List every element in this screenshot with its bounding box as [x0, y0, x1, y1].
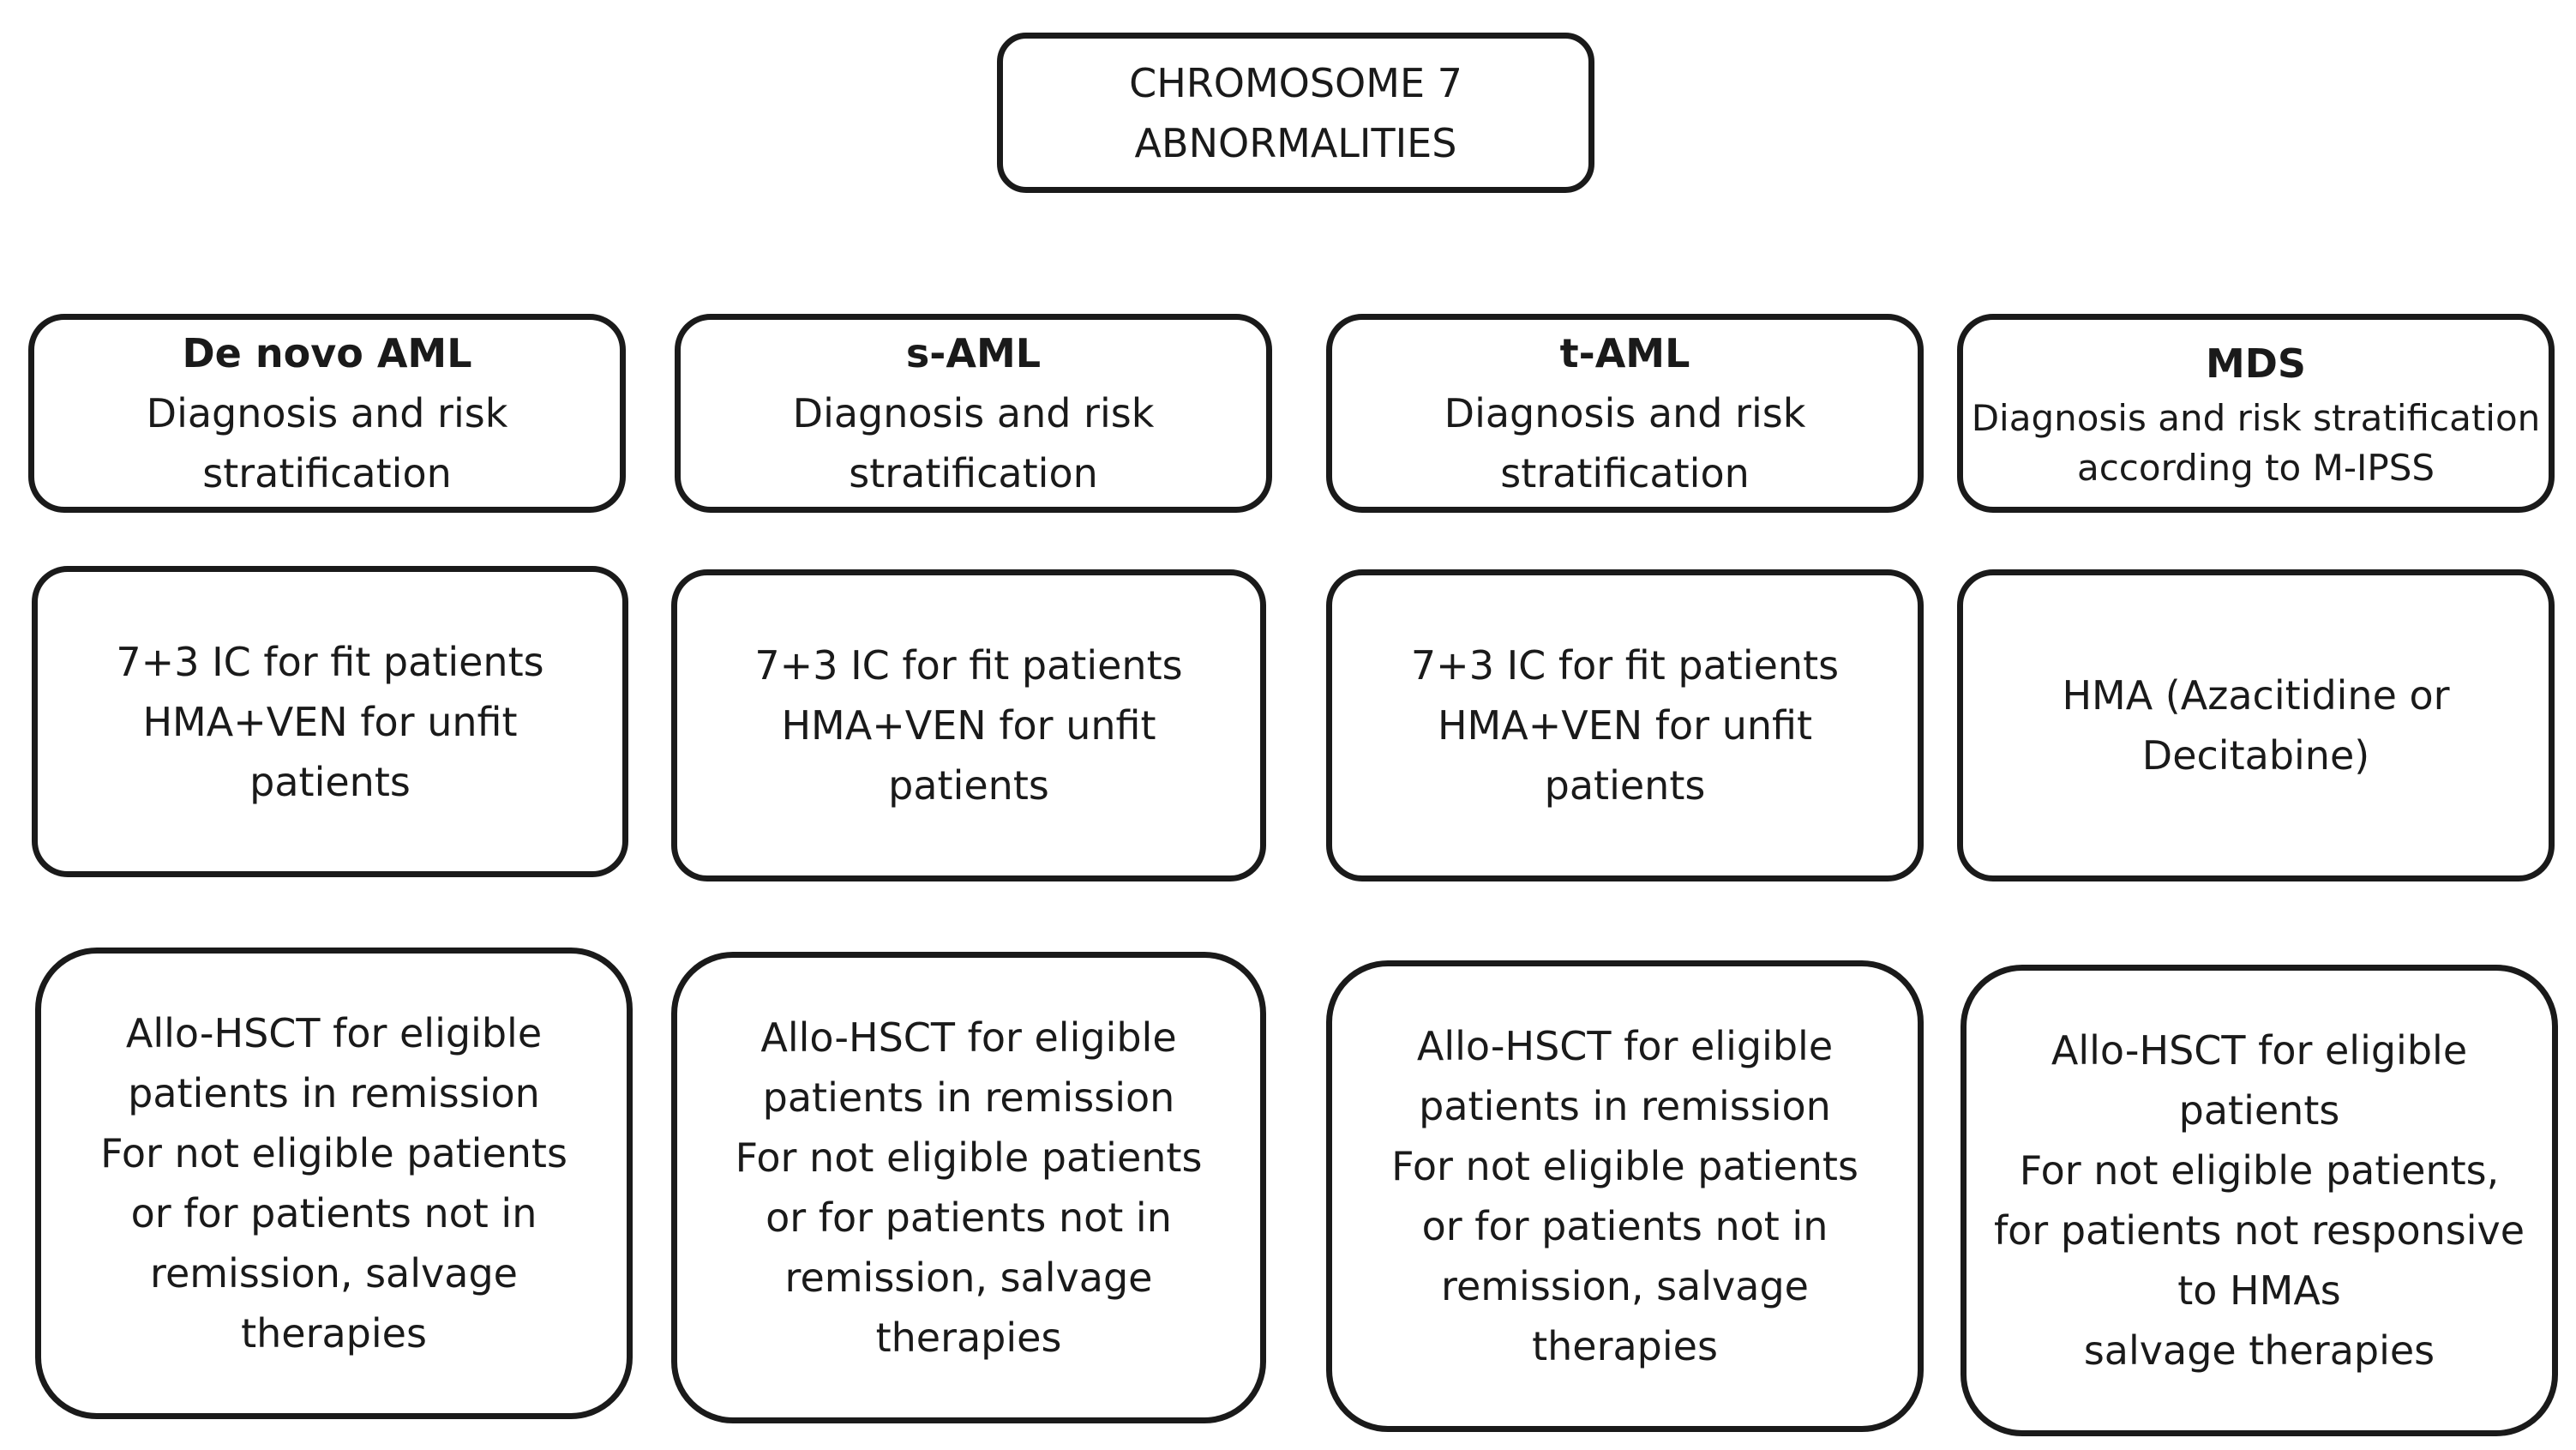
node-text-line: for patients not responsive	[1993, 1207, 2525, 1254]
node-text-line: Allo-HSCT for eligible	[1416, 1023, 1834, 1069]
t-aml-first-line-node: 7+3 IC for fit patients HMA+VEN for unfi…	[1326, 569, 1924, 881]
node-text-line: HMA (Azacitidine or	[2062, 672, 2450, 719]
node-text-line: Allo-HSCT for eligible	[125, 1010, 543, 1056]
node-text-line: remission, salvage	[150, 1250, 518, 1297]
root-node-line: CHROMOSOME 7	[1129, 59, 1462, 106]
t-aml-consolidation-node: Allo-HSCT for eligible patients in remis…	[1326, 960, 1924, 1432]
node-text-line: patients	[1544, 762, 1706, 809]
node-text-line: or for patients not in	[766, 1194, 1172, 1241]
node-text-line: patients	[2178, 1087, 2340, 1134]
s-aml-diagnosis-node: s-AML Diagnosis and risk stratification	[675, 314, 1272, 513]
node-text-line: patients in remission	[762, 1074, 1175, 1121]
mds-consolidation-node: Allo-HSCT for eligible patients For not …	[1961, 965, 2558, 1436]
node-text-line: patients	[249, 758, 411, 805]
mds-diagnosis-node: MDS Diagnosis and risk stratification ac…	[1957, 314, 2555, 513]
node-text-line: HMA+VEN for unfit	[142, 698, 518, 745]
node-text-line: patients in remission	[128, 1070, 540, 1116]
node-text-line: 7+3 IC for fit patients	[116, 638, 544, 685]
node-text-line: Diagnosis and risk	[146, 390, 508, 436]
node-text-line: For not eligible patients,	[2019, 1147, 2500, 1194]
node-text-line: therapies	[875, 1315, 1062, 1361]
node-text-line: stratification	[202, 450, 452, 496]
node-text-line: Decitabine)	[2141, 732, 2370, 779]
node-text-line: 7+3 IC for fit patients	[754, 642, 1183, 689]
mds-first-line-node: HMA (Azacitidine or Decitabine)	[1957, 569, 2555, 881]
node-text-line: according to M-IPSS	[2076, 447, 2435, 489]
node-text-line: Allo-HSCT for eligible	[2051, 1027, 2468, 1074]
node-text-line: patients in remission	[1419, 1083, 1831, 1129]
root-node-line: ABNORMALITIES	[1134, 119, 1457, 166]
node-text-line: Diagnosis and risk	[792, 390, 1155, 436]
node-text-line: Allo-HSCT for eligible	[760, 1014, 1177, 1061]
node-text-line: stratification	[849, 450, 1098, 496]
node-text-line: or for patients not in	[130, 1190, 537, 1236]
node-title: De novo AML	[182, 330, 472, 376]
node-text-line: patients	[888, 762, 1049, 809]
de-novo-aml-first-line-node: 7+3 IC for fit patients HMA+VEN for unfi…	[32, 566, 628, 877]
node-text-line: remission, salvage	[1441, 1263, 1809, 1309]
node-title: t-AML	[1559, 330, 1690, 376]
node-text-line: stratification	[1500, 450, 1750, 496]
s-aml-consolidation-node: Allo-HSCT for eligible patients in remis…	[671, 952, 1266, 1423]
node-text-line: therapies	[1532, 1323, 1718, 1369]
root-node-chromosome-7-abnormalities: CHROMOSOME 7 ABNORMALITIES	[997, 33, 1594, 193]
node-title: MDS	[2205, 340, 2307, 387]
de-novo-aml-consolidation-node: Allo-HSCT for eligible patients in remis…	[35, 948, 633, 1419]
node-text-line: For not eligible patients	[735, 1134, 1203, 1181]
s-aml-first-line-node: 7+3 IC for fit patients HMA+VEN for unfi…	[671, 569, 1266, 881]
t-aml-diagnosis-node: t-AML Diagnosis and risk stratification	[1326, 314, 1924, 513]
node-text-line: 7+3 IC for fit patients	[1410, 642, 1840, 689]
de-novo-aml-diagnosis-node: De novo AML Diagnosis and risk stratific…	[28, 314, 626, 513]
node-text-line: or for patients not in	[1421, 1203, 1828, 1249]
node-text-line: salvage therapies	[2083, 1327, 2435, 1374]
node-text-line: therapies	[241, 1310, 427, 1357]
node-text-line: For not eligible patients	[1391, 1143, 1858, 1189]
node-text-line: HMA+VEN for unfit	[781, 702, 1156, 749]
node-text-line: Diagnosis and risk stratification	[1971, 397, 2541, 439]
node-text-line: to HMAs	[2177, 1267, 2341, 1314]
node-text-line: Diagnosis and risk	[1444, 390, 1806, 436]
node-text-line: remission, salvage	[784, 1254, 1153, 1301]
node-title: s-AML	[905, 330, 1042, 376]
node-text-line: For not eligible patients	[100, 1130, 567, 1176]
node-text-line: HMA+VEN for unfit	[1437, 702, 1813, 749]
